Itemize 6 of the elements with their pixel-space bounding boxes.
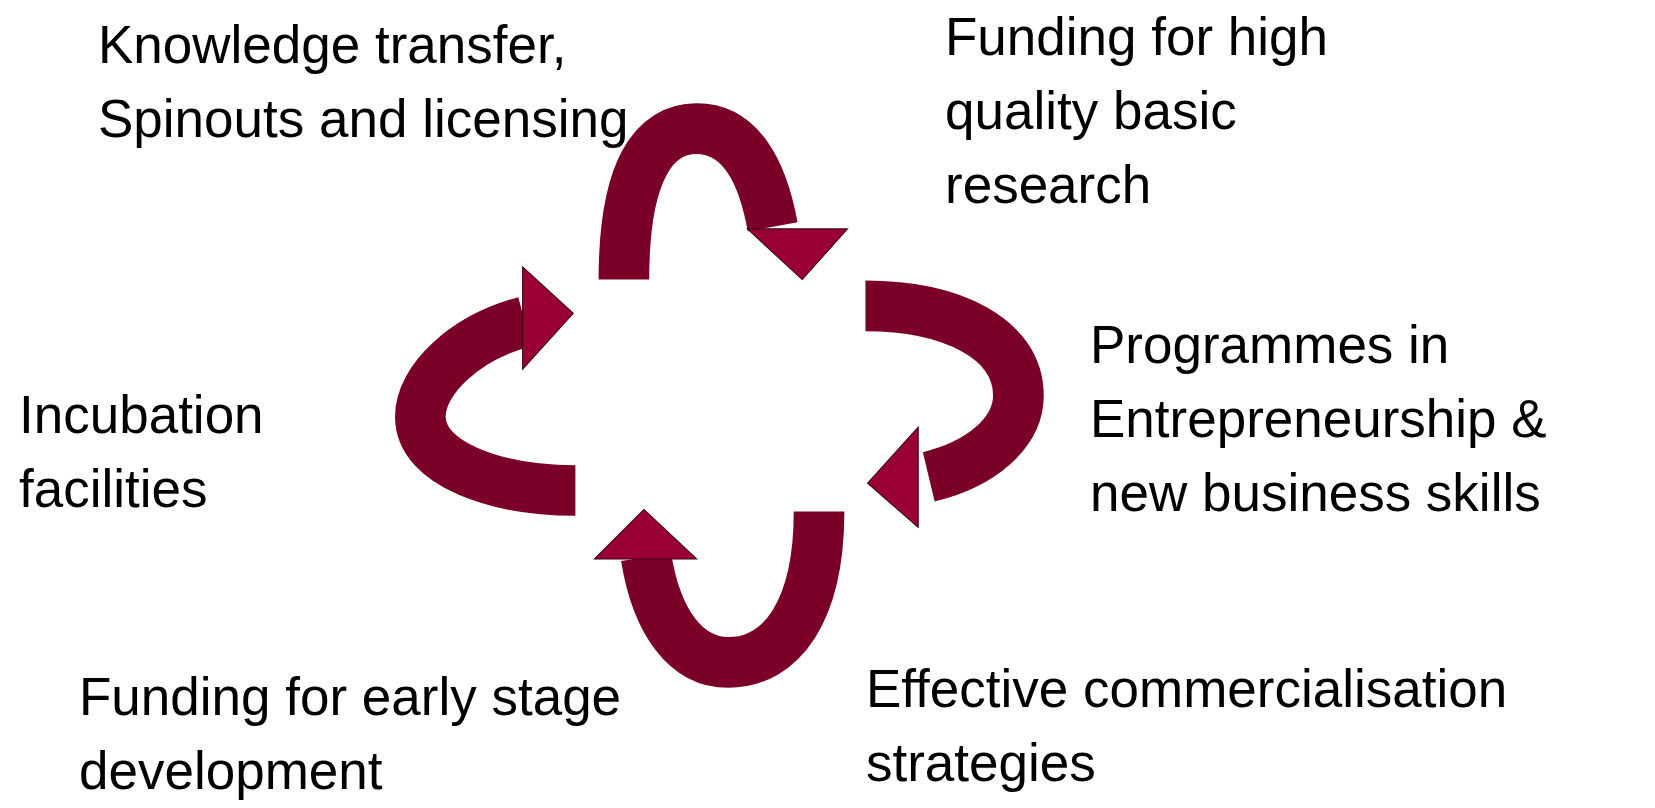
diagram-label: Incubation facilities: [19, 384, 265, 520]
diagram-label: Funding for high quality basic research: [945, 6, 1330, 216]
diagram-label: Funding for early stage development: [79, 666, 623, 802]
diagram-label: Knowledge transfer, Spinouts and licensing: [98, 14, 630, 150]
diagram-label: Effective commercialisation strategies: [866, 658, 1509, 794]
diagram-label: Programmes in Entrepreneurship & new business skills: [1090, 314, 1548, 524]
